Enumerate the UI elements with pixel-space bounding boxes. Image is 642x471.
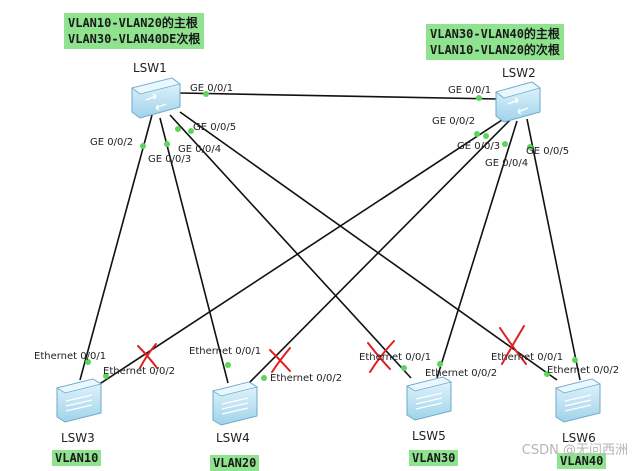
port-label: GE 0/0/2 [90,137,133,148]
port-dot [140,143,146,149]
vlan-tag-lsw6: VLAN40 [557,453,607,469]
link-lsw1-lsw3 [79,114,153,381]
core-switch-lsw2[interactable] [495,81,541,123]
lsw2-root-note-line1: VLAN30-VLAN40的主根 [430,27,560,41]
switch-name-lsw2: LSW2 [502,66,536,80]
lsw1-root-note-line2: VLAN30-VLAN40DE次根 [68,32,201,46]
port-dot [175,126,181,132]
port-dot [437,361,443,367]
vlan-tag-lsw4: VLAN20 [210,455,260,471]
port-dot [188,128,194,134]
port-label: Ethernet 0/0/1 [491,352,563,363]
link-lsw2-lsw3 [94,117,506,388]
link-lsw1-lsw6 [179,111,558,381]
blocked-mark-lsw3 [137,343,158,369]
link-lsw2-lsw5 [436,120,518,379]
access-switch-lsw5[interactable] [405,376,453,421]
link-lsw1-lsw4 [159,117,229,384]
lsw2-root-note-line2: VLAN10-VLAN20的次根 [430,43,560,57]
port-dot [203,91,209,97]
blocked-port-marks [137,325,527,373]
link-lsw2-lsw4 [249,119,511,383]
port-label: Ethernet 0/0/1 [359,352,431,363]
port-label: Ethernet 0/0/2 [270,373,342,384]
port-dot [261,375,267,381]
blocked-mark-lsw6 [499,325,527,365]
routing-arrows-icon [145,93,167,111]
port-dot [225,362,231,368]
port-dot [483,133,489,139]
routing-arrows-icon [507,97,529,115]
lsw1-root-note-line1: VLAN10-VLAN20的主根 [68,16,198,30]
port-labels: GE 0/0/1 GE 0/0/2 GE 0/0/3 GE 0/0/4 GE 0… [34,83,619,384]
switch-arrows-icon [564,394,592,412]
port-label: GE 0/0/3 [148,154,191,165]
switch-top-face [554,378,602,394]
access-switch-lsw6[interactable] [554,378,602,423]
blocked-mark-lsw4 [269,347,291,373]
vlan-tag-lsw5: VLAN30 [409,450,459,466]
link-lsw1-lsw2 [179,92,499,100]
port-dot [527,144,533,150]
port-label: GE 0/0/1 [448,85,491,96]
port-dot [103,373,109,379]
port-label: GE 0/0/4 [485,158,528,169]
switch-top-face [211,381,259,397]
port-label: GE 0/0/3 [457,141,500,152]
switch-name-lsw1: LSW1 [133,61,167,75]
port-dot [164,141,170,147]
switch-top-face [405,376,453,392]
csdn-watermark: CSDN @无问西洲 [521,443,628,458]
link-lsw2-lsw6 [526,118,581,381]
link-lsw1-lsw5 [169,114,412,379]
port-dot [544,371,550,377]
port-label: GE 0/0/1 [190,83,233,94]
port-label: Ethernet 0/0/2 [425,368,497,379]
port-label: GE 0/0/5 [526,146,569,157]
vlan-tag-lsw3: VLAN10 [52,450,102,466]
switch-arrows-icon [415,392,443,410]
switch-name-lsw5: LSW5 [412,429,446,443]
switch-top-face [495,81,541,99]
access-switch-lsw3[interactable] [55,378,103,423]
port-dot [401,365,407,371]
port-dot [502,141,508,147]
switch-name-lsw4: LSW4 [216,431,250,445]
port-dots [85,91,578,381]
port-label: Ethernet 0/0/2 [103,366,175,377]
access-switch-lsw4[interactable] [211,381,259,426]
links [79,92,581,388]
blocked-mark-lsw5 [367,340,395,373]
switch-arrows-icon [221,397,249,415]
core-switch-lsw1[interactable] [131,77,181,119]
port-label: GE 0/0/4 [178,144,221,155]
switch-arrows-icon [65,394,93,412]
switch-top-face [131,77,181,95]
port-dot [572,357,578,363]
port-label: Ethernet 0/0/1 [34,351,106,362]
port-dot [85,359,91,365]
switch-top-face [55,378,103,394]
lsw2-root-note: VLAN30-VLAN40的主根 VLAN10-VLAN20的次根 [426,24,564,60]
port-label: GE 0/0/5 [193,122,236,133]
port-dot [476,95,482,101]
lsw1-root-note: VLAN10-VLAN20的主根 VLAN30-VLAN40DE次根 [64,13,205,49]
switch-name-lsw6: LSW6 [562,431,596,445]
switch-name-lsw3: LSW3 [61,431,95,445]
port-label: GE 0/0/2 [432,116,475,127]
port-dot [474,131,480,137]
port-label: Ethernet 0/0/2 [547,365,619,376]
port-label: Ethernet 0/0/1 [189,346,261,357]
switch-labels: LSW1 LSW2 LSW3 LSW4 LSW5 LSW6 [61,61,596,445]
